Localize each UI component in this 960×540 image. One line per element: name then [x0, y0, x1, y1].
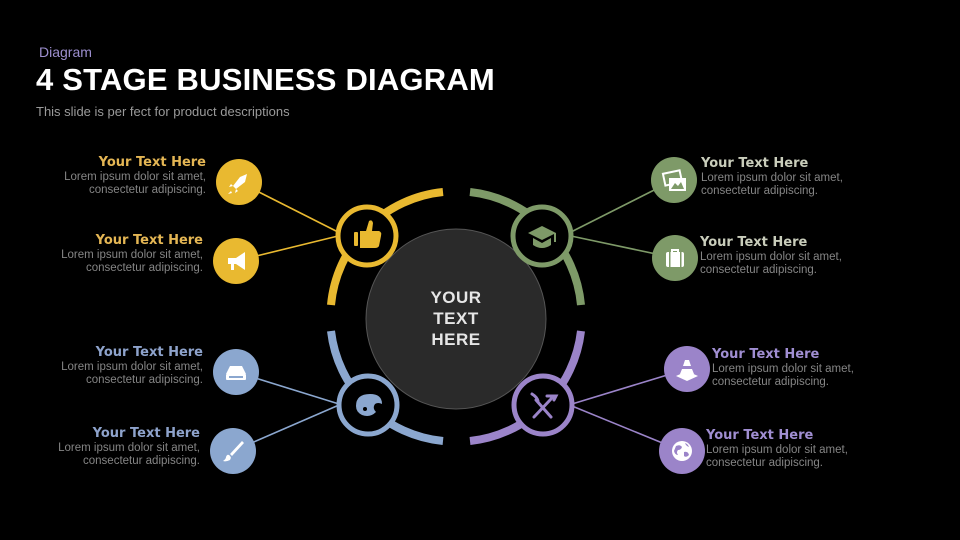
- graduation-cap-icon: [528, 226, 556, 248]
- stage-green-item-2: Your Text Here Lorem ipsum dolor sit ame…: [700, 235, 900, 277]
- thumbs-up-icon: [354, 220, 382, 248]
- item-description-line: Lorem ipsum dolor sit amet,: [706, 444, 848, 456]
- slide-title: 4 STAGE BUSINESS DIAGRAM: [36, 62, 495, 97]
- globe-icon: [672, 441, 692, 461]
- stage-green-item-1: Your Text Here Lorem ipsum dolor sit ame…: [701, 156, 901, 198]
- stage-circle-purple: [511, 373, 575, 437]
- item-description-line: consectetur adipiscing.: [86, 262, 203, 274]
- stage-blue-item-1: Your Text Here Lorem ipsum dolor sit ame…: [3, 345, 203, 387]
- traffic-cone-icon: [676, 360, 698, 381]
- tools-icon: [530, 392, 559, 419]
- megaphone-icon: [228, 252, 245, 270]
- slide-subtitle: This slide is per fect for product descr…: [36, 104, 290, 119]
- paint-palette-icon: [356, 394, 382, 416]
- item-description-line: Lorem ipsum dolor sit amet,: [701, 172, 843, 184]
- item-description-line: Lorem ipsum dolor sit amet,: [700, 251, 842, 263]
- item-description-line: consectetur adipiscing.: [89, 184, 206, 196]
- item-description-line: Lorem ipsum dolor sit amet,: [61, 249, 203, 261]
- paintbrush-icon: [223, 441, 244, 462]
- stage-purple-item-1: Your Text Here Lorem ipsum dolor sit ame…: [712, 347, 912, 389]
- item-heading: Your Text Here: [95, 345, 203, 360]
- slide-category: Diagram: [39, 44, 92, 60]
- item-heading: Your Text Here: [92, 426, 200, 441]
- stage-purple-item-2: Your Text Here Lorem ipsum dolor sit ame…: [706, 428, 906, 470]
- stage-blue-item-2: Your Text Here Lorem ipsum dolor sit ame…: [0, 426, 200, 468]
- item-heading: Your Text Here: [701, 156, 809, 171]
- item-description-line: consectetur adipiscing.: [83, 455, 200, 467]
- center-circle: [365, 228, 547, 410]
- item-description-line: consectetur adipiscing.: [712, 376, 829, 388]
- item-heading: Your Text Here: [95, 233, 203, 248]
- item-description-line: consectetur adipiscing.: [701, 185, 818, 197]
- stage-yellow-item-2: Your Text Here Lorem ipsum dolor sit ame…: [3, 233, 203, 275]
- briefcase-icon: [666, 249, 684, 267]
- item-heading: Your Text Here: [700, 235, 808, 250]
- picture-icon: [661, 169, 686, 191]
- center-label-line: HERE: [431, 330, 481, 349]
- item-heading: Your Text Here: [712, 347, 820, 362]
- item-description-line: Lorem ipsum dolor sit amet,: [58, 442, 200, 454]
- item-heading: Your Text Here: [706, 428, 814, 443]
- center-label: YOUR TEXT HERE: [396, 287, 516, 350]
- item-description-line: consectetur adipiscing.: [86, 374, 203, 386]
- rocket-icon: [228, 174, 247, 194]
- center-label-line: TEXT: [433, 309, 479, 328]
- center-label-line: YOUR: [430, 288, 482, 307]
- item-description-line: Lorem ipsum dolor sit amet,: [61, 361, 203, 373]
- item-description-line: consectetur adipiscing.: [700, 264, 817, 276]
- hard-drive-icon: [226, 366, 246, 380]
- item-description-line: Lorem ipsum dolor sit amet,: [712, 363, 854, 375]
- item-description-line: consectetur adipiscing.: [706, 457, 823, 469]
- item-heading: Your Text Here: [98, 155, 206, 170]
- item-description-line: Lorem ipsum dolor sit amet,: [64, 171, 206, 183]
- stage-yellow-item-1: Your Text Here Lorem ipsum dolor sit ame…: [6, 155, 206, 197]
